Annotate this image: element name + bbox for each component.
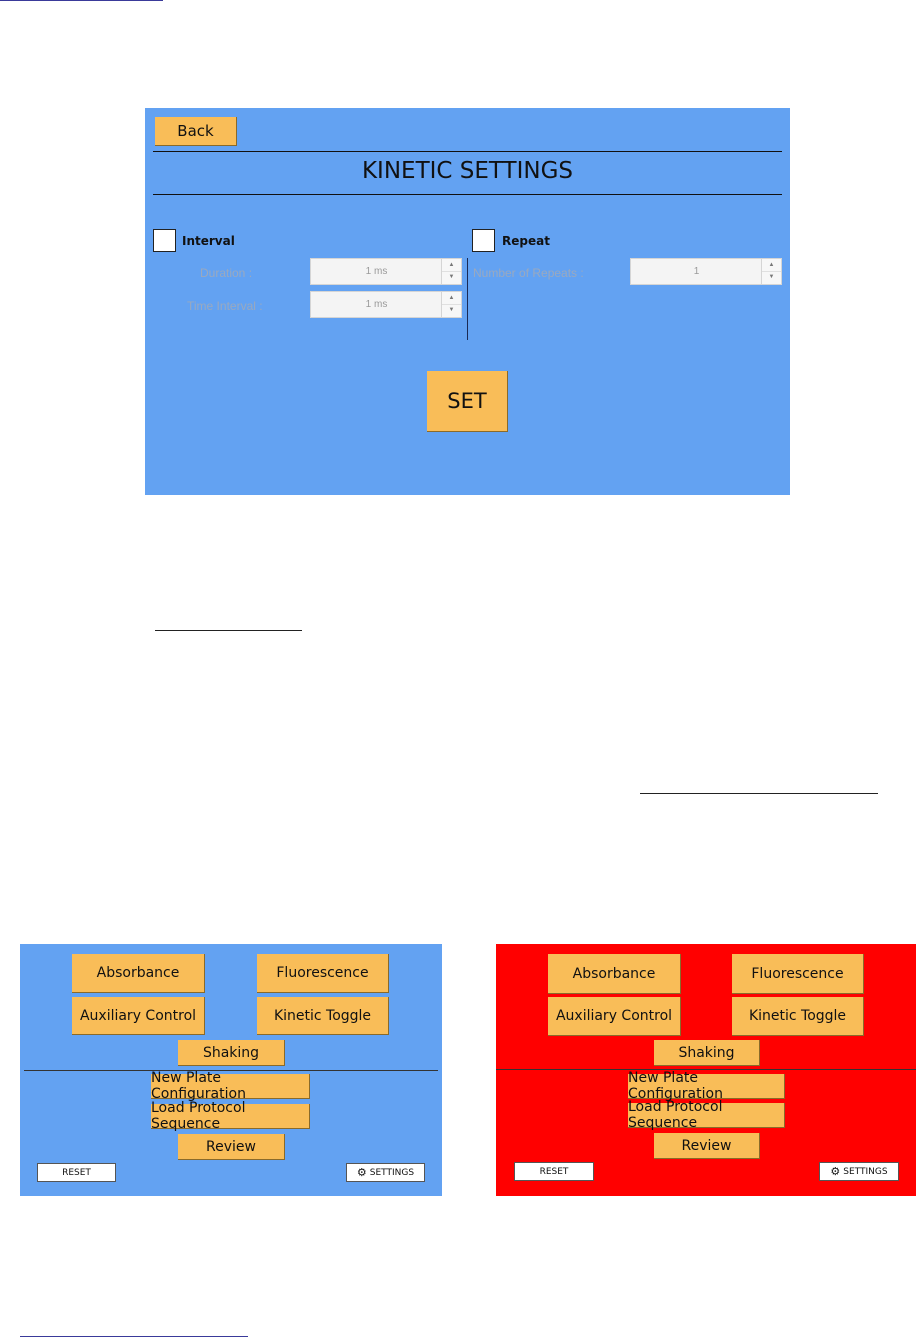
- settings-label: SETTINGS: [843, 1166, 888, 1177]
- fluorescence-button[interactable]: Fluorescence: [257, 954, 389, 993]
- auxiliary-control-button[interactable]: Auxiliary Control: [548, 997, 681, 1036]
- chevron-down-icon[interactable]: ▼: [768, 274, 775, 280]
- load-protocol-sequence-button[interactable]: Load Protocol Sequence: [151, 1100, 310, 1132]
- repeat-label: Repeat: [502, 234, 550, 248]
- vertical-divider: [467, 258, 468, 340]
- kinetic-toggle-button[interactable]: Kinetic Toggle: [732, 997, 864, 1036]
- main-menu-panel-red: Absorbance Fluorescence Auxiliary Contro…: [496, 944, 916, 1196]
- menu-separator: [496, 1069, 916, 1070]
- review-button[interactable]: Review: [654, 1133, 760, 1159]
- chevron-down-icon[interactable]: ▼: [448, 307, 455, 313]
- review-button[interactable]: Review: [178, 1134, 285, 1160]
- chevron-up-icon[interactable]: ▲: [762, 259, 781, 272]
- number-of-repeats-spinbox[interactable]: 1 ▲ ▼: [630, 258, 782, 285]
- title-top-rule: [153, 151, 782, 152]
- main-menu-panel-blue: Absorbance Fluorescence Auxiliary Contro…: [20, 944, 442, 1196]
- gear-icon: ⚙: [356, 1166, 367, 1179]
- auxiliary-control-button[interactable]: Auxiliary Control: [72, 997, 205, 1035]
- kinetic-settings-panel: Back KINETIC SETTINGS Interval Duration …: [145, 108, 790, 495]
- page-title: KINETIC SETTINGS: [361, 158, 574, 184]
- gear-icon: ⚙: [830, 1165, 841, 1178]
- time-interval-spinbox[interactable]: 1 ms ▲ ▼: [310, 291, 462, 318]
- chevron-up-icon[interactable]: ▲: [442, 259, 461, 272]
- time-interval-stepper[interactable]: ▲ ▼: [441, 292, 461, 317]
- repeat-checkbox[interactable]: [472, 229, 495, 252]
- settings-button[interactable]: ⚙ SETTINGS: [346, 1163, 425, 1182]
- settings-label: SETTINGS: [369, 1167, 415, 1178]
- back-button[interactable]: Back: [155, 117, 237, 146]
- fluorescence-button[interactable]: Fluorescence: [732, 954, 864, 994]
- time-interval-label: Time Interval :: [187, 299, 263, 313]
- reset-button[interactable]: RESET: [37, 1163, 116, 1182]
- bottom-link-underline: [20, 1336, 248, 1337]
- title-bottom-rule: [153, 194, 782, 195]
- reference-underline: [640, 793, 878, 794]
- duration-label: Duration :: [200, 266, 253, 280]
- heading-underline: [155, 630, 302, 631]
- chevron-up-icon[interactable]: ▲: [442, 292, 461, 305]
- top-link-underline: [0, 0, 163, 1]
- chevron-down-icon[interactable]: ▼: [448, 274, 455, 280]
- time-interval-value: 1 ms: [365, 299, 388, 310]
- number-of-repeats-stepper[interactable]: ▲ ▼: [761, 259, 781, 284]
- new-plate-configuration-button[interactable]: New Plate Configuration: [151, 1070, 310, 1102]
- kinetic-toggle-button[interactable]: Kinetic Toggle: [257, 997, 389, 1035]
- load-protocol-sequence-button[interactable]: Load Protocol Sequence: [628, 1099, 785, 1131]
- shaking-button[interactable]: Shaking: [178, 1040, 285, 1066]
- shaking-button[interactable]: Shaking: [654, 1040, 760, 1066]
- duration-spinbox[interactable]: 1 ms ▲ ▼: [310, 258, 462, 285]
- menu-separator: [24, 1070, 438, 1071]
- set-button[interactable]: SET: [427, 371, 508, 432]
- duration-value: 1 ms: [365, 266, 388, 277]
- new-plate-configuration-button[interactable]: New Plate Configuration: [628, 1070, 785, 1102]
- interval-label: Interval: [182, 234, 235, 248]
- interval-checkbox[interactable]: [153, 229, 176, 252]
- number-of-repeats-value: 1: [693, 266, 700, 277]
- absorbance-button[interactable]: Absorbance: [548, 954, 681, 994]
- duration-stepper[interactable]: ▲ ▼: [441, 259, 461, 284]
- reset-button[interactable]: RESET: [514, 1162, 594, 1181]
- number-of-repeats-label: Number of Repeats :: [473, 266, 584, 280]
- absorbance-button[interactable]: Absorbance: [72, 954, 205, 993]
- settings-button[interactable]: ⚙ SETTINGS: [819, 1162, 899, 1181]
